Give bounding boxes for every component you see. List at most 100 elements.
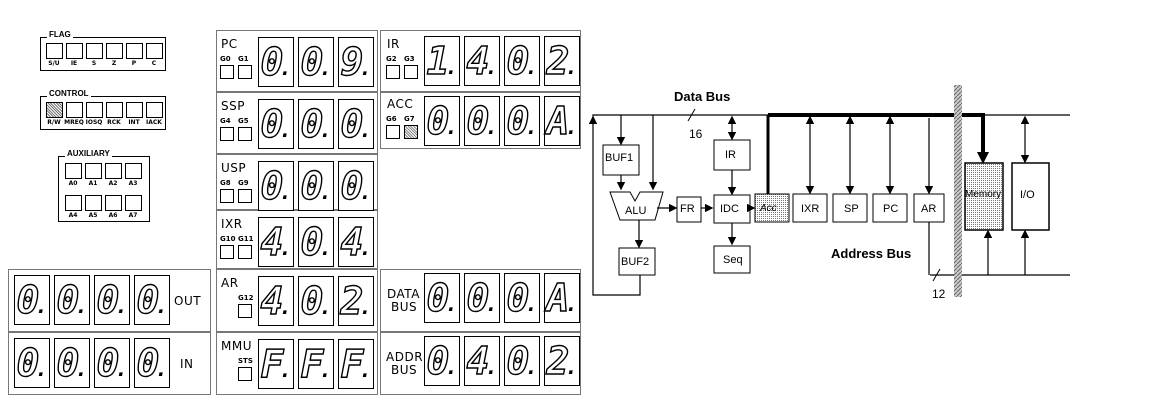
seven-segment-digit: 0 [298, 161, 334, 211]
aux-lamp-label: A0 [68, 180, 78, 187]
aux-lamp [65, 163, 82, 179]
g-lamp-label: G4 [220, 117, 231, 125]
fr-label: FR [680, 203, 695, 215]
digit-value: 0 [425, 337, 459, 385]
flag-lamp [106, 102, 123, 118]
flag-lamp [46, 43, 63, 59]
seven-segment-digit: 0 [298, 37, 334, 87]
digit-value: 0 [95, 276, 129, 324]
addr-bus-label: ADDR [386, 350, 424, 364]
g-lamp [386, 65, 400, 79]
flag-lamp [86, 43, 103, 59]
flag-lamp [126, 102, 143, 118]
seven-segment-digit: 0 [504, 336, 540, 386]
g-lamp [238, 189, 252, 203]
ir-panel [380, 30, 581, 92]
digit-value: 0 [55, 339, 89, 387]
seven-segment-digit: 0 [14, 275, 50, 325]
pc-block-label: PC [883, 203, 899, 215]
digit-value: F [339, 340, 373, 388]
seven-segment-digit: 0 [424, 96, 460, 146]
flag-lamp-label: MREQ [64, 119, 84, 126]
data-bus-label: DATA [387, 287, 420, 301]
g-lamp [220, 189, 234, 203]
ar-label: AR [221, 276, 239, 290]
seven-segment-digit: F [338, 339, 374, 389]
digit-value: 9 [339, 38, 373, 86]
seven-segment-digit: 0 [338, 161, 374, 211]
seven-segment-digit: 0 [338, 99, 374, 149]
ssp-panel [216, 92, 378, 154]
seven-segment-digit: 0 [258, 161, 294, 211]
digit-value: 0 [135, 276, 169, 324]
digit-value: 0 [465, 274, 499, 322]
aux-lamp [65, 195, 82, 211]
seven-segment-digit: A [544, 273, 580, 323]
digit-value: 2 [545, 337, 579, 385]
digit-value: A [545, 274, 579, 322]
memory-label: Memory [965, 189, 1002, 200]
digit-value: 0 [299, 277, 333, 325]
aux-lamp-label: A4 [68, 212, 78, 219]
flag-lamp-label: S/U [48, 60, 60, 67]
flag-lamp [46, 102, 63, 118]
digit-value: 0 [339, 162, 373, 210]
seven-segment-digit: 0 [134, 275, 170, 325]
addr-bus-panel [380, 332, 581, 395]
seven-segment-digit: 0 [298, 99, 334, 149]
g-lamp-label: G9 [238, 179, 249, 187]
flag-lamp-label: RCK [107, 119, 121, 126]
flag-lamp [86, 102, 103, 118]
digit-value: 0 [339, 100, 373, 148]
seven-segment-digit: 0 [298, 276, 334, 326]
seven-segment-digit: 0 [504, 36, 540, 86]
aux-lamp [105, 163, 122, 179]
digit-value: 0 [15, 276, 49, 324]
digit-value: F [299, 340, 333, 388]
digit-value: 0 [425, 274, 459, 322]
g-lamp [238, 367, 252, 381]
g-lamp-label: G12 [238, 294, 254, 302]
seven-segment-digit: F [298, 339, 334, 389]
out-panel [8, 269, 211, 332]
aux-lamp-label: A1 [88, 180, 98, 187]
acc-panel [380, 92, 581, 149]
io-block-label: I/O [1020, 189, 1035, 201]
flag-lamp-label: P [131, 60, 137, 67]
ixr-panel [216, 210, 378, 269]
ixr-block-label: IXR [801, 203, 820, 215]
ssp-label: SSP [221, 99, 245, 113]
seven-segment-digit: 0 [504, 96, 540, 146]
digit-value: 4 [259, 277, 293, 325]
aux-lamp-label: A7 [128, 212, 138, 219]
digit-value: 1 [425, 37, 459, 85]
aux-lamp [105, 195, 122, 211]
digit-value: 2 [339, 277, 373, 325]
digit-value: 0 [505, 37, 539, 85]
flag-lamp-label: C [151, 60, 157, 67]
seven-segment-digit: 0 [258, 99, 294, 149]
seven-segment-digit: 4 [338, 217, 374, 267]
g-lamp-label: G2 [386, 55, 397, 63]
seven-segment-digit: A [544, 96, 580, 146]
acc-block-label: Acc [760, 203, 777, 214]
aux-lamp-label: A5 [88, 212, 98, 219]
g-lamp-label: G10 [220, 235, 236, 243]
g-lamp [238, 127, 252, 141]
seven-segment-digit: 4 [258, 217, 294, 267]
address-bus-width: 12 [932, 287, 946, 301]
digit-value: 0 [259, 100, 293, 148]
buf2-label: BUF2 [621, 256, 650, 268]
seven-segment-digit: 0 [424, 273, 460, 323]
seven-segment-digit: 9 [338, 37, 374, 87]
seven-segment-digit: 0 [54, 338, 90, 388]
seven-segment-digit: 0 [14, 338, 50, 388]
buf1-label: BUF1 [605, 152, 634, 164]
flag-lamp-label: Z [111, 60, 117, 67]
g-lamp [220, 65, 234, 79]
g-lamp [404, 65, 418, 79]
seven-segment-digit: 4 [464, 336, 500, 386]
digit-value: 0 [299, 100, 333, 148]
